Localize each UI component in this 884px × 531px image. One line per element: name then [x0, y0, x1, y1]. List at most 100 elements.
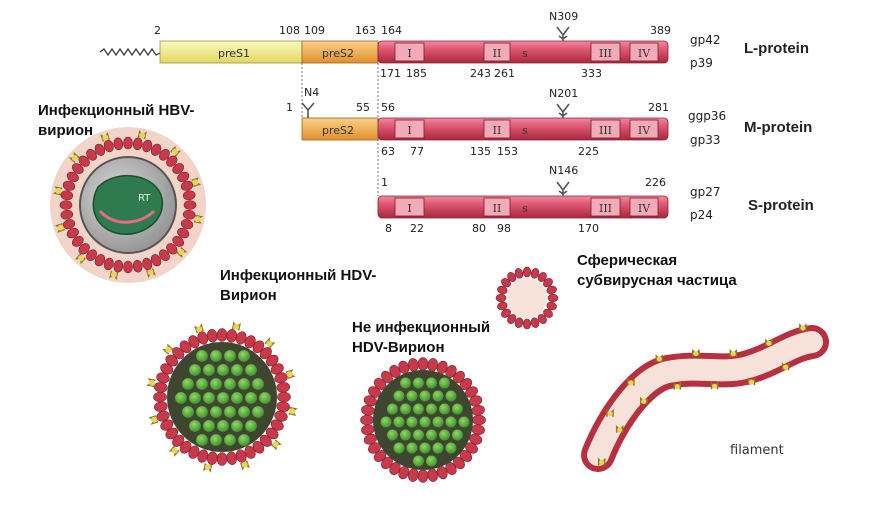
hdv-non-rnp-sphere — [445, 416, 457, 428]
hbv-lipid-bead — [71, 236, 84, 247]
hbv-membrane-ring — [52, 129, 204, 281]
hdv-rnp-sphere — [224, 378, 236, 390]
hdv-rnp-sphere — [238, 350, 250, 362]
hbv-surface-protein-head — [102, 134, 109, 141]
hdv-non-rnp-sphere — [393, 390, 405, 402]
l-glyco-label: N309 — [549, 10, 578, 23]
filament-surface-protein-head — [641, 398, 647, 404]
hbv-surface-protein-head — [147, 269, 154, 276]
domain-box-2-1 — [483, 197, 511, 217]
hdv-rnp-sphere — [224, 350, 236, 362]
hdv-non-rnp-sphere — [439, 403, 450, 415]
hbv-lipid-bead — [71, 163, 84, 174]
hbv-lipid-bead — [62, 180, 76, 191]
hdv-membrane-ring — [146, 321, 298, 473]
hbv-lipid-bead — [180, 219, 194, 230]
hbv-lipid-bead — [132, 137, 143, 151]
l-mark-163: 163 — [355, 24, 376, 37]
filament-surface-protein-head — [730, 351, 736, 357]
domain-label-1-1: II — [493, 124, 502, 137]
hdv-non-rnp-sphere — [400, 377, 411, 389]
hdv-rnp-sphere — [238, 434, 250, 446]
s-mark-98: 98 — [497, 222, 511, 235]
l-mark-261: 261 — [494, 67, 515, 80]
hbv-lipid-bead — [59, 200, 73, 210]
hbv-lipid-bead — [172, 163, 185, 174]
domain-label-0-0: I — [407, 47, 411, 60]
domain-label-0-3: III — [599, 47, 612, 60]
hdv-non-lipid-bead — [408, 358, 419, 372]
hbv-lipid-bead — [78, 155, 90, 167]
m-mark-153: 153 — [497, 145, 518, 158]
hbv-lipid-bead — [66, 227, 79, 239]
hbv-surface-protein-head — [57, 224, 64, 231]
hbv-surface-protein-head — [172, 148, 178, 155]
hdv-non-rnp-sphere — [426, 455, 437, 467]
s-gp-bottom: p24 — [690, 208, 713, 222]
hbv-lipid-bead — [180, 180, 194, 191]
hdv-non-rnp-sphere — [406, 390, 418, 402]
hdv-non-rnp-sphere — [426, 377, 437, 389]
m-mark-77: 77 — [410, 145, 424, 158]
hdv-rnp-sphere — [231, 420, 243, 432]
hdv-rnp-sphere — [196, 378, 208, 390]
spherical-lipid-bead — [501, 308, 511, 318]
spherical-lipid-bead — [546, 301, 557, 311]
hdv-rnp-sphere — [210, 434, 222, 446]
hdv-rnp-sphere — [252, 406, 264, 418]
hdv-non-rnp-sphere — [419, 442, 431, 454]
s-mark-22: 22 — [410, 222, 424, 235]
domain-label-1-2: s — [522, 124, 528, 137]
alignment-guides — [301, 63, 379, 196]
hdv-non-membrane-ring — [360, 357, 486, 483]
l-start-number: 2 — [154, 24, 161, 37]
l-mark-185: 185 — [406, 67, 427, 80]
spherical-lipid-bead — [530, 317, 540, 328]
hdv-rnp-sphere — [210, 350, 222, 362]
spherical-lipid-bead — [522, 318, 532, 330]
l-protein-tail — [99, 47, 163, 57]
domain-box-1-4 — [629, 119, 659, 139]
hdv-lipid-bead — [216, 328, 228, 342]
domain-box-1-1 — [483, 119, 511, 139]
spherical-lipid-bead — [537, 272, 547, 282]
hbv-lipid-bead — [78, 243, 90, 255]
hdv-rnp-sphere — [245, 392, 257, 404]
m-pres2-label: preS2 — [322, 124, 354, 137]
hdv-non-rnp-sphere — [400, 403, 411, 415]
s-protein-label: S-protein — [748, 197, 814, 214]
s-mark-8: 8 — [385, 222, 392, 235]
hdv-rnp-sphere — [217, 420, 229, 432]
filament-surface-protein-head — [599, 459, 605, 465]
hdv-surface-protein-head — [286, 371, 293, 378]
spherical-lipid-bead — [497, 301, 508, 311]
domain-label-2-3: III — [599, 202, 612, 215]
hdv-non-rnp-sphere — [419, 390, 431, 402]
domain-label-2-0: I — [407, 202, 411, 215]
hdv-rnp-sphere — [231, 392, 243, 404]
l-mark-171: 171 — [380, 67, 401, 80]
hdv-non-rnp-sphere — [452, 429, 463, 441]
hdv-non-rnp-sphere — [452, 403, 463, 415]
l-end-number: 389 — [650, 24, 671, 37]
hdv-non-lipid-bead — [427, 358, 438, 372]
hdv-rnp-sphere — [182, 378, 194, 390]
hdv-non-rnp-sphere — [380, 416, 392, 428]
hbv-lipid-bead — [159, 249, 170, 262]
l-pres2-label: preS2 — [322, 47, 354, 60]
hdv-virion-label: Инфекционный HDV-Вирион — [220, 267, 377, 304]
hdv-rnp-sphere — [182, 406, 194, 418]
spherical-lipid-bead — [507, 272, 517, 282]
domain-label-1-0: I — [407, 124, 411, 137]
hdv-non-lipid-bead — [417, 357, 429, 371]
spherical-lumen — [507, 278, 547, 318]
hdv-non-rnp-sphere — [393, 442, 405, 454]
spherical-membrane-ring — [495, 266, 559, 330]
m-n-glyco-icon — [301, 102, 315, 118]
filament-surface-protein-head — [783, 364, 789, 370]
hbv-surface-protein-head — [78, 255, 84, 262]
hbv-rt-label: RT — [138, 193, 151, 204]
hdv-surface-protein-head — [196, 326, 203, 333]
